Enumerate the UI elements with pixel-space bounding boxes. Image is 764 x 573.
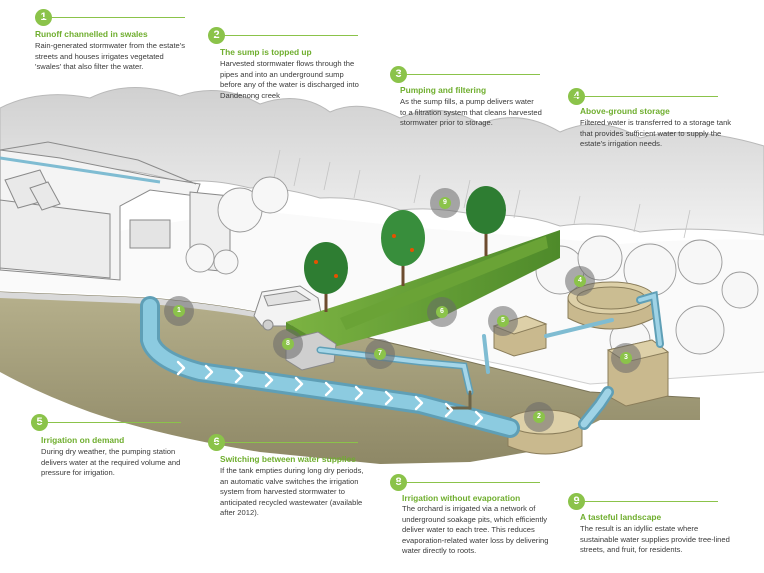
callout-title: Irrigation on demand [41,435,125,445]
callout-rule [31,422,181,423]
marker-7: 7 [365,339,395,369]
callout-6: 6 Switching between water supplies If th… [208,434,398,526]
marker-1: 1 [164,296,194,326]
callout-line: anticipated recycled wastewater (availab… [220,497,363,507]
callout-line: 'swales' that also filter the water. [35,62,144,72]
flow-arrows [176,360,484,426]
street [0,292,300,326]
callout-title: A tasteful landscape [580,512,662,522]
marker-label: 7 [374,348,386,360]
marker-label: 4 [574,275,586,287]
callout-line: pipes and into an underground sump [220,69,344,79]
callout-body: If the tank empties during long dry peri… [220,466,364,519]
callout-body: The result is an idyllic estate where su… [580,524,730,556]
callout-title: Switching between water supplies [220,454,356,464]
callout-2: 2 The sump is topped up Harvested stormw… [208,27,398,117]
marker-label: 3 [620,352,632,364]
callout-line: delivers water at the required volume an… [41,457,181,467]
callout-rule [390,482,540,483]
marker-3: 3 [611,343,641,373]
callout-line: to a filtration system that cleans harve… [400,107,542,117]
callout-line: evaporation-related water loss by delive… [402,535,549,545]
callout-line: estate's irrigation needs. [580,139,663,149]
callout-body: The orchard is irrigated via a network o… [402,504,548,557]
callout-rule [208,442,358,443]
callout-line: deliver water to each tree. This reduces [402,525,535,535]
callout-title: Runoff channelled in swales [35,29,148,39]
callout-body: During dry weather, the pumping station … [41,447,180,479]
callout-line: The result is an idyllic estate where [580,524,699,533]
callout-line: sustainable water supplies provide tree-… [580,534,730,544]
callout-5: 5 Irrigation on demand During dry weathe… [31,414,221,484]
marker-label: 8 [282,338,294,350]
solar-panels [4,169,61,211]
marker-label: 2 [533,411,545,423]
callout-line: Harvested stormwater flows through the [220,59,355,68]
callout-body: Harvested stormwater flows through the p… [220,59,359,101]
callout-body: Rain-generated stormwater from the estat… [35,41,185,73]
callout-line: During dry weather, the pumping station [41,447,176,456]
callout-8: 8 Irrigation without evaporation The orc… [390,474,580,570]
callout-line: streets, and fruit, for residents. [580,545,683,555]
callout-line: Dandenong creek [220,90,280,100]
callout-line: before any of the water is discharged in… [220,80,359,90]
callout-rule [35,17,185,18]
marker-label: 1 [173,305,185,317]
callout-line: pressure for irrigation. [41,468,115,478]
callout-rule [568,501,718,502]
marker-6: 6 [427,297,457,327]
callout-rule [208,35,358,36]
background-trees [185,176,759,361]
callout-title: Above-ground storage [580,106,670,116]
callout-title: Pumping and filtering [400,85,487,95]
callout-9: 9 A tasteful landscape The result is an … [568,493,760,563]
callout-line: system from harvested stormwater to [220,487,345,497]
callout-line: after 2012). [220,508,259,518]
callout-rule [568,96,718,97]
marker-label: 5 [497,315,509,327]
callout-line: stormwater prior to storage. [400,118,493,128]
callout-line: that provides sufficient water to supply… [580,128,722,138]
callout-line: Rain-generated stormwater from the estat… [35,41,186,50]
callout-1: 1 Runoff channelled in swales Rain-gener… [35,9,225,79]
callout-line: water directly to roots. [402,546,477,556]
callout-line: Filtered water is transferred to a stora… [580,118,732,127]
marker-4: 4 [565,266,595,296]
callout-line: an automatic valve switches the irrigati… [220,476,359,486]
callout-title: The sump is topped up [220,47,312,57]
marker-2: 2 [524,402,554,432]
marker-label: 6 [436,306,448,318]
callout-body: As the sump fills, a pump delivers water… [400,97,542,129]
callout-3: 3 Pumping and filtering As the sump fill… [390,66,580,136]
callout-4: 4 Above-ground storage Filtered water is… [568,88,760,158]
callout-body: Filtered water is transferred to a stora… [580,118,731,150]
orchard-trees [304,186,506,312]
callout-line: As the sump fills, a pump delivers water [400,97,534,106]
callout-line: If the tank empties during long dry peri… [220,466,364,475]
marker-8: 8 [273,329,303,359]
callout-line: The orchard is irrigated via a network o… [402,504,536,513]
callout-title: Irrigation without evaporation [402,493,521,503]
callout-line: streets and houses irrigates vegetated [35,51,164,61]
marker-label: 9 [439,197,451,209]
callout-rule [390,74,540,75]
marker-9: 9 [430,188,460,218]
callout-line: underground soakage pits, which efficien… [402,514,548,524]
marker-5: 5 [488,306,518,336]
